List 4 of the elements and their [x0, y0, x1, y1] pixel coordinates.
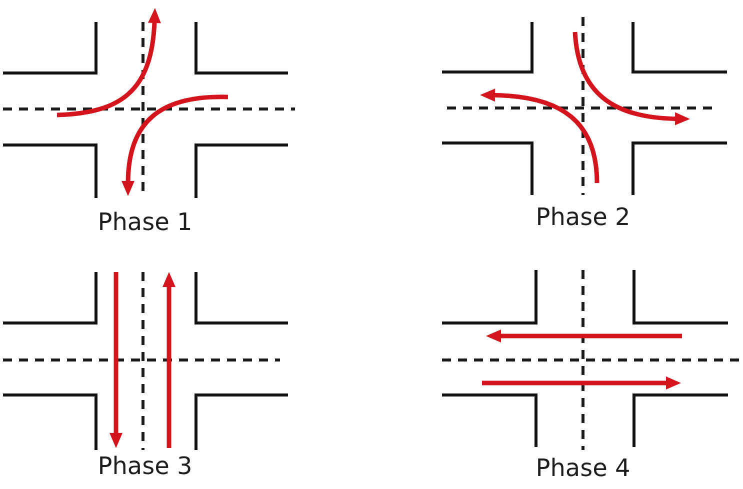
- phase-label: Phase 3: [98, 452, 192, 480]
- phase-label: Phase 4: [536, 454, 630, 482]
- phase-label: Phase 1: [98, 208, 192, 236]
- phase-label: Phase 2: [536, 203, 630, 231]
